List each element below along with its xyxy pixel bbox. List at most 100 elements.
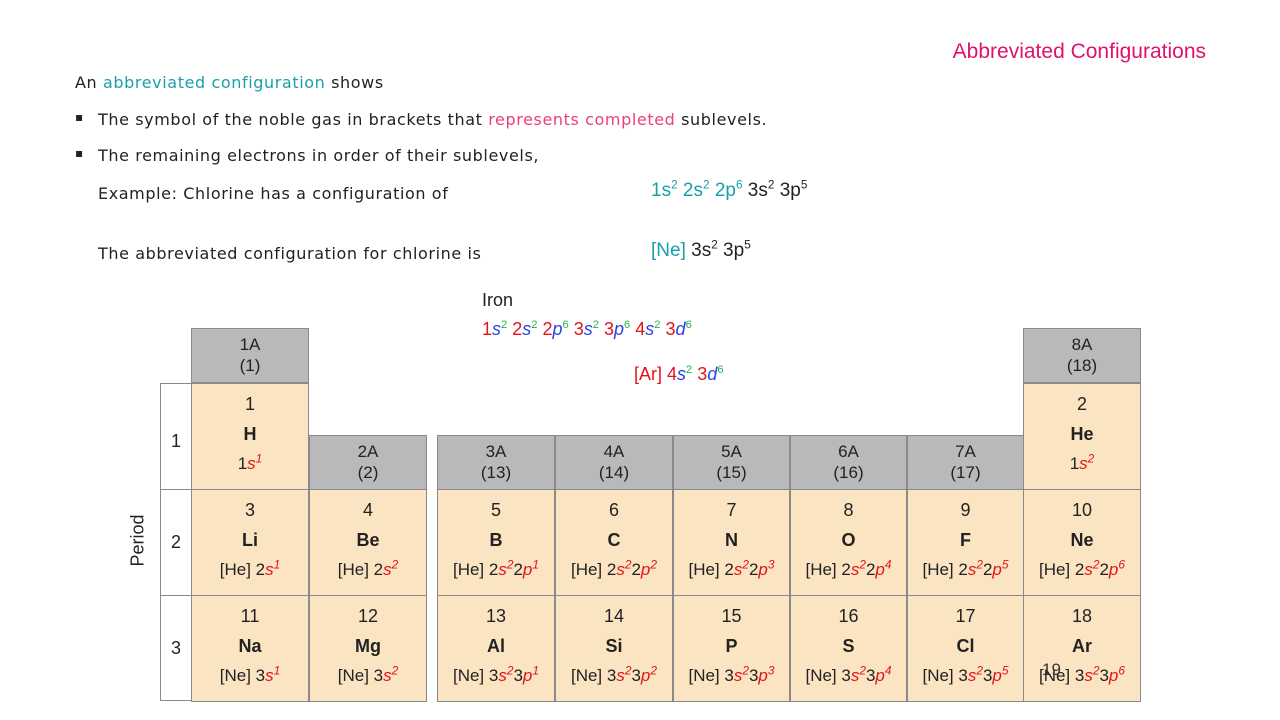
atomic-number: 10 (1071, 500, 1093, 520)
element-symbol: Al (487, 636, 505, 656)
config-exponent: 2 (650, 663, 658, 678)
config-exponent: 2 (531, 319, 538, 331)
group-name: 1A (239, 335, 261, 354)
config-exponent: 4 (884, 663, 892, 678)
config-exponent: 1 (255, 451, 263, 466)
group-number: (1) (239, 356, 261, 375)
config-exponent: 2 (624, 663, 632, 678)
config-exponent: 2 (506, 663, 514, 678)
principal-number: 3 (604, 319, 615, 339)
atomic-number: 12 (357, 606, 379, 626)
atomic-number: 6 (608, 500, 619, 520)
sublevel-letter: s (583, 319, 593, 339)
config-exponent: 1 (273, 557, 281, 572)
config-exponent: 2 (391, 557, 399, 572)
element-symbol: H (243, 424, 257, 444)
bullet-1-highlight: represents completed (488, 110, 676, 129)
config-term: 1s2 (482, 319, 507, 339)
config-term: 4s2 (667, 364, 692, 384)
bullet-square-icon: ▪ (75, 146, 84, 160)
bullet-1-after: sublevels. (675, 110, 768, 129)
config-exponent: 4 (884, 557, 892, 572)
sublevel-letter: p (640, 560, 651, 579)
sublevel-letter: p (758, 666, 768, 685)
example-label: Example: Chlorine has a configuration of (98, 184, 449, 203)
principal-number: 3 (665, 319, 676, 339)
iron-label: Iron (482, 290, 514, 310)
group-header-1a: 1A (1) (191, 328, 309, 383)
principal-number: 3 (697, 364, 708, 384)
principal-number: 1 (482, 319, 493, 339)
chlorine-configuration: 1s2 2s2 2p6 3s2 3p5 (651, 178, 807, 202)
bullet-2-text: The remaining electrons in order of thei… (98, 146, 540, 165)
group-number: (18) (1066, 356, 1098, 375)
sublevel-letter: s (492, 319, 502, 339)
electron-configuration: [Ne] 3s23p1 (452, 663, 540, 685)
config-term: 2s2 (512, 319, 537, 339)
sublevel-letter: d (707, 364, 718, 384)
sublevel-letter: s (850, 666, 860, 685)
group-name: 7A (955, 442, 976, 461)
group-number: (16) (833, 463, 864, 482)
electron-configuration: [He] 2s22p4 (805, 557, 892, 579)
config-term: 3s2 (574, 319, 599, 339)
element-symbol: Cl (956, 636, 975, 656)
element-symbol: O (841, 530, 856, 550)
config-exponent: 2 (624, 557, 632, 572)
element-symbol: N (725, 530, 738, 550)
period-column (160, 383, 192, 701)
group-number: (2) (357, 463, 379, 482)
sublevel-letter: p (522, 666, 533, 685)
iron-abbrev-configuration: [Ar] 4s2 3d6 (634, 364, 724, 385)
element-symbol: Ne (1070, 530, 1094, 550)
sublevel-letter: p (640, 666, 651, 685)
chlorine-noble-core: [Ne] (651, 240, 686, 261)
config-exponent: 2 (650, 557, 658, 572)
config-exponent: 5 (1001, 663, 1009, 678)
config-exponent: 6 (562, 319, 569, 331)
atomic-number: 18 (1071, 606, 1093, 626)
principal-number: 4 (667, 364, 678, 384)
sublevel-letter: p (522, 560, 533, 579)
iron-configuration: 1s2 2s2 2p6 3s2 3p6 4s2 3d6 (482, 319, 692, 340)
atomic-number: 9 (960, 500, 971, 520)
period-number: 3 (170, 638, 181, 658)
config-exponent: 2 (976, 663, 983, 678)
config-exponent: 2 (767, 178, 775, 192)
config-exponent: 2 (711, 238, 718, 252)
sublevel-letter: s (247, 454, 256, 473)
period-number: 2 (170, 532, 181, 552)
principal-number: 2 (512, 319, 523, 339)
sublevel-letter: s (967, 560, 977, 579)
sublevel-letter: p (1108, 560, 1119, 579)
config-term: 3s2 (691, 238, 718, 261)
group-name: 3A (485, 442, 507, 461)
element-symbol: Si (605, 636, 623, 656)
config-exponent: 3 (767, 557, 775, 572)
electron-configuration: [Ne] 3s23p3 (688, 663, 775, 685)
electron-configuration: [He] 2s2 (337, 557, 399, 579)
principal-number: 3 (573, 319, 584, 339)
sublevel-letter: s (522, 319, 532, 339)
slide-title: Abbreviated Configurations (952, 40, 1206, 63)
group-name: 8A (1071, 335, 1093, 354)
atomic-number: 13 (485, 606, 507, 626)
principal-number: 2 (542, 319, 553, 339)
config-exponent: 5 (744, 238, 751, 252)
sublevel-letter: p (758, 560, 768, 579)
sublevel-letter: p (614, 319, 625, 339)
config-exponent: 6 (624, 319, 631, 331)
config-exponent: 2 (859, 557, 866, 572)
sublevel-letter: s (383, 560, 392, 579)
bullet-noble-gas: ▪ The symbol of the noble gas in bracket… (75, 110, 768, 129)
config-exponent: 2 (671, 178, 678, 192)
sublevel-letter: p (552, 319, 563, 339)
